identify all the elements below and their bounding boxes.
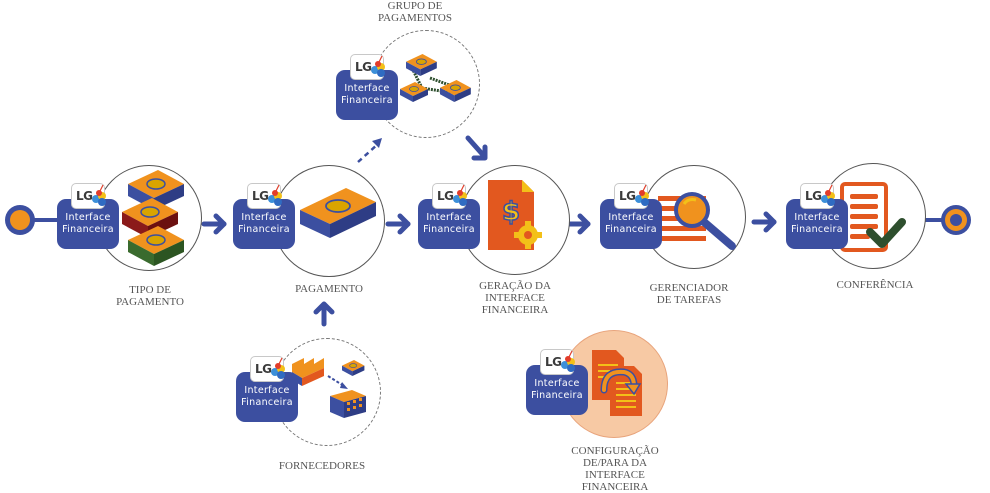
document-dollar-gear-icon: $: [488, 180, 542, 250]
lg-logo: LG: [350, 54, 386, 80]
stacked-money-icon: [122, 169, 185, 266]
interface-financeira-badge: LG Interface Financeira: [600, 183, 662, 249]
lg-logo: LG: [247, 183, 283, 209]
factory-transfer-icon: [292, 358, 366, 418]
arrow-right-icon: [385, 213, 411, 235]
start-node-icon: [5, 205, 35, 235]
document-check-icon: [840, 182, 906, 252]
interface-financeira-badge: LG Interface Financeira: [57, 183, 119, 249]
money-bundle-icon: [300, 188, 376, 238]
end-node-icon: [941, 205, 971, 235]
interface-financeira-badge: LG Interface Financeira: [233, 183, 295, 249]
list-magnifier-icon: [658, 192, 736, 250]
svg-text:$: $: [502, 197, 520, 227]
interface-financeira-badge: LG Interface Financeira: [418, 183, 480, 249]
arrow-up-icon: [313, 301, 335, 327]
step-label: PAGAMENTO: [295, 283, 363, 295]
lg-logo: LG: [614, 183, 650, 209]
lg-logo-icon: [370, 55, 386, 78]
interface-financeira-badge: LG Interface Financeira: [526, 349, 588, 415]
documents-sync-icon: [592, 350, 642, 416]
lg-logo-icon: [452, 184, 468, 207]
lg-logo-icon: [634, 184, 650, 207]
lg-logo-icon: [820, 184, 836, 207]
interface-financeira-badge: LG Interface Financeira: [236, 356, 298, 422]
arrow-down-right-icon: [465, 135, 488, 161]
lg-logo: LG: [540, 349, 576, 375]
interface-financeira-badge: LG Interface Financeira: [786, 183, 848, 249]
lg-logo-icon: [270, 357, 286, 380]
lg-logo-icon: [91, 184, 107, 207]
arrow-right-icon: [565, 213, 591, 235]
lg-logo: LG: [250, 356, 286, 382]
lg-logo-icon: [267, 184, 283, 207]
lg-logo-icon: [560, 350, 576, 373]
step-label: CONFERÊNCIA: [836, 279, 914, 291]
lg-logo: LG: [800, 183, 836, 209]
step-label: FORNECEDORES: [278, 460, 366, 472]
arrow-right-icon: [201, 213, 227, 235]
dashed-arrow-up-right-icon: [357, 143, 379, 163]
grouped-money-icon: [399, 53, 472, 103]
lg-logo: LG: [432, 183, 468, 209]
interface-financeira-badge: LG Interface Financeira: [336, 54, 398, 120]
arrow-right-icon: [751, 211, 777, 233]
lg-logo: LG: [71, 183, 107, 209]
